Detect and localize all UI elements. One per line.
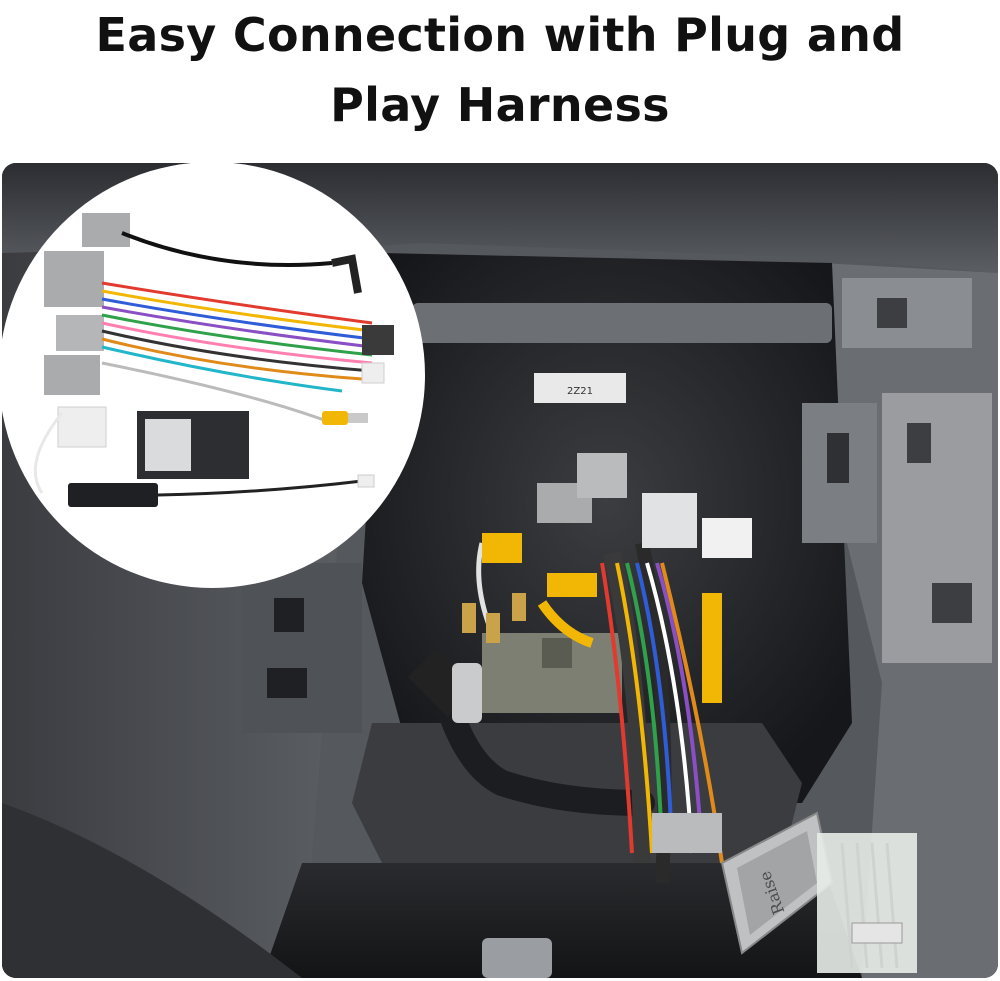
bag-label [851,922,903,944]
inset-usb-cable [157,479,363,497]
bracket-slot [932,583,972,623]
inset-connector [362,325,394,355]
part-sticker [534,373,626,403]
left-mount-bracket [242,563,362,733]
inset-connector [361,362,385,384]
inset-rca-tip [348,413,368,423]
cable-ties [840,842,899,969]
bracket-slot [274,598,304,632]
metal-bracket-hole [542,638,572,668]
part-sticker-text: 2Z21 [567,386,593,397]
dashboard-photo: 2Z21 [2,163,998,978]
bracket-slot [267,668,307,698]
bracket-slot [827,433,849,483]
inset-rca-plug [322,411,348,425]
inset-connector [44,355,100,395]
antenna-cable [429,670,655,816]
harness-connectors [462,453,752,853]
inset-antenna-plug [331,254,362,294]
inset-wires [33,231,373,494]
headline-line-2: Play Harness [330,78,670,132]
inset-decoder-label [145,419,191,471]
inset-connector [82,213,130,247]
inset-connector [56,315,104,351]
inset-circle [2,163,425,588]
inset-usb-dongle [68,483,158,507]
inset-connector [357,474,375,488]
bottom-console [262,863,862,978]
harness-inset [2,163,425,588]
dashboard-photo-drawing: 2Z21 [2,163,998,978]
inset-connector [57,406,107,448]
bracket-hole [877,298,907,328]
upper-cross-bar [412,303,832,343]
headline: Easy Connection with Plug and Play Harne… [0,0,1000,140]
bracket-slot [907,423,931,463]
shifter-base [482,938,552,978]
cable-plug [452,663,482,723]
left-lower-trim [2,803,302,978]
headline-line-1: Easy Connection with Plug and [95,8,905,62]
inset-connector [44,251,104,307]
